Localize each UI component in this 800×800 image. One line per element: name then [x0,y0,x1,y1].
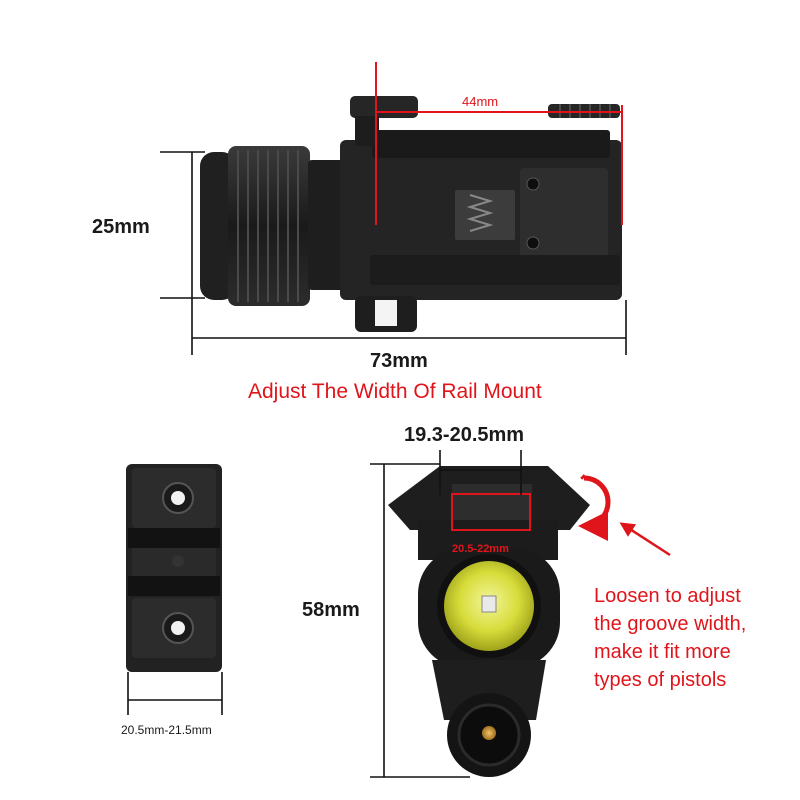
light-body [340,96,622,332]
groove-label: 20.5-22mm [452,543,509,555]
length-label-73mm: 73mm [370,350,428,372]
height-label-58mm: 58mm [302,599,360,621]
note-line-3: make it fit more [594,641,731,663]
height-label-25mm: 25mm [92,216,150,238]
note-line-1: Loosen to adjust [594,585,741,607]
insert-width-label: 20.5mm-21.5mm [121,723,212,737]
top-view-light [200,96,622,332]
dim-44mm: 44mm [375,62,623,225]
note-line-4: types of pistols [594,669,726,691]
width-label-44mm: 44mm [462,94,498,109]
dim-25mm: 25mm [92,151,205,299]
knurled-head [200,146,344,306]
dim-groove: 20.5-22mm [451,493,531,555]
dim-58mm: 58mm [302,463,470,778]
clamp-width-label: 19.3-20.5mm [404,424,524,446]
front-view-light [388,466,590,777]
rotate-arrow-icon [578,474,611,541]
pointer-arrow-icon [619,522,671,557]
note-line-2: the groove width, [594,613,746,635]
rail-insert [126,464,222,672]
dim-clamp-width: 19.3-20.5mm [404,424,524,495]
caption-adjust-rail: Adjust The Width Of Rail Mount [248,380,542,403]
dim-73mm: 73mm [191,298,627,372]
dim-insert-width: 20.5mm-21.5mm [121,672,223,737]
adjust-note: Loosen to adjust the groove width, make … [594,585,746,691]
